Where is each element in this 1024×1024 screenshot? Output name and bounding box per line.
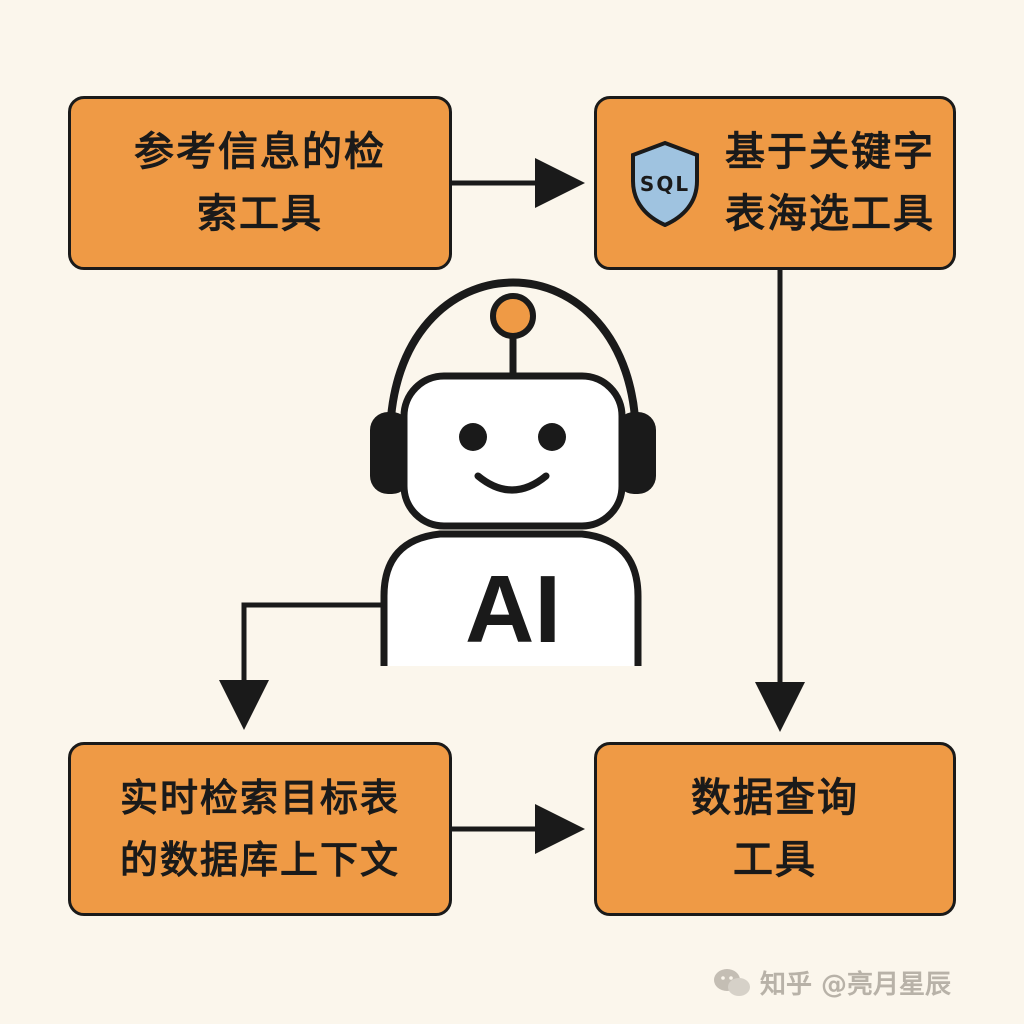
box-tl-line1: 参考信息的检 xyxy=(134,129,386,175)
box-tl-line2: 索工具 xyxy=(197,191,323,237)
shield-sql-icon: SQL xyxy=(631,140,699,227)
watermark: 知乎 @亮月星辰 xyxy=(712,964,951,1001)
box-br-line2: 工具 xyxy=(733,837,817,883)
robot-label: AI xyxy=(465,556,561,663)
box-bl-line2: 的数据库上下文 xyxy=(119,838,400,882)
box-keyword-table-filter-tool: SQL 基于关键字 表海选工具 xyxy=(594,96,956,270)
robot-icon xyxy=(370,278,656,666)
box-realtime-db-context: 实时检索目标表 的数据库上下文 xyxy=(68,742,452,916)
shield-sql-label: SQL xyxy=(640,172,690,196)
box-reference-retrieval-tool: 参考信息的检 索工具 xyxy=(68,96,452,270)
box-tr-line2: 表海选工具 xyxy=(725,191,935,237)
arrow-robot-to-bl xyxy=(219,602,384,730)
box-br-line1: 数据查询 xyxy=(691,775,859,821)
box-data-query-tool: 数据查询 工具 xyxy=(594,742,956,916)
box-bl-line1: 实时检索目标表 xyxy=(119,776,400,820)
box-tr-line1: 基于关键字 xyxy=(725,129,935,175)
watermark-text: 知乎 @亮月星辰 xyxy=(760,970,952,1000)
wechat-icon xyxy=(714,968,750,996)
